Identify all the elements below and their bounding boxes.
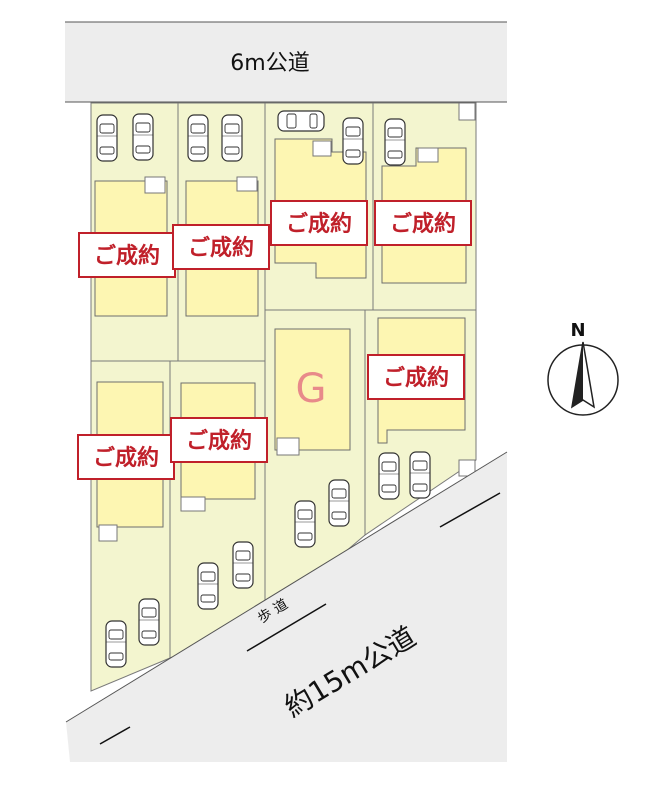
north-road: 6m公道 bbox=[65, 21, 507, 103]
svg-text:ご成約: ご成約 bbox=[94, 243, 160, 269]
lot-6-sold-badge: ご成約 bbox=[170, 417, 268, 463]
sold-badges: ご成約 ご成約 ご成約 ご成約 ご成約 ご成約 ご成約 G bbox=[77, 200, 472, 480]
svg-text:ご成約: ご成約 bbox=[390, 211, 456, 237]
lot-7-g-mark: G bbox=[296, 366, 327, 412]
lot-8-sold-badge: ご成約 bbox=[367, 354, 465, 400]
svg-text:ご成約: ご成約 bbox=[93, 445, 159, 471]
north-compass: N bbox=[547, 320, 619, 416]
lot-5-sold-badge: ご成約 bbox=[77, 434, 175, 480]
compass-north-label: N bbox=[570, 320, 585, 341]
svg-text:ご成約: ご成約 bbox=[286, 211, 352, 237]
lot-4-sold-badge: ご成約 bbox=[374, 200, 472, 246]
lot-3-sold-badge: ご成約 bbox=[270, 200, 368, 246]
north-road-label: 6m公道 bbox=[230, 51, 309, 76]
svg-text:ご成約: ご成約 bbox=[186, 428, 252, 454]
meter-boxes bbox=[98, 102, 476, 542]
lot-1-sold-badge: ご成約 bbox=[78, 232, 176, 278]
south-road: 歩 道 約15m公道 bbox=[65, 451, 508, 762]
svg-text:ご成約: ご成約 bbox=[383, 365, 449, 391]
lot-2-sold-badge: ご成約 bbox=[172, 224, 270, 270]
svg-text:ご成約: ご成約 bbox=[188, 235, 254, 261]
